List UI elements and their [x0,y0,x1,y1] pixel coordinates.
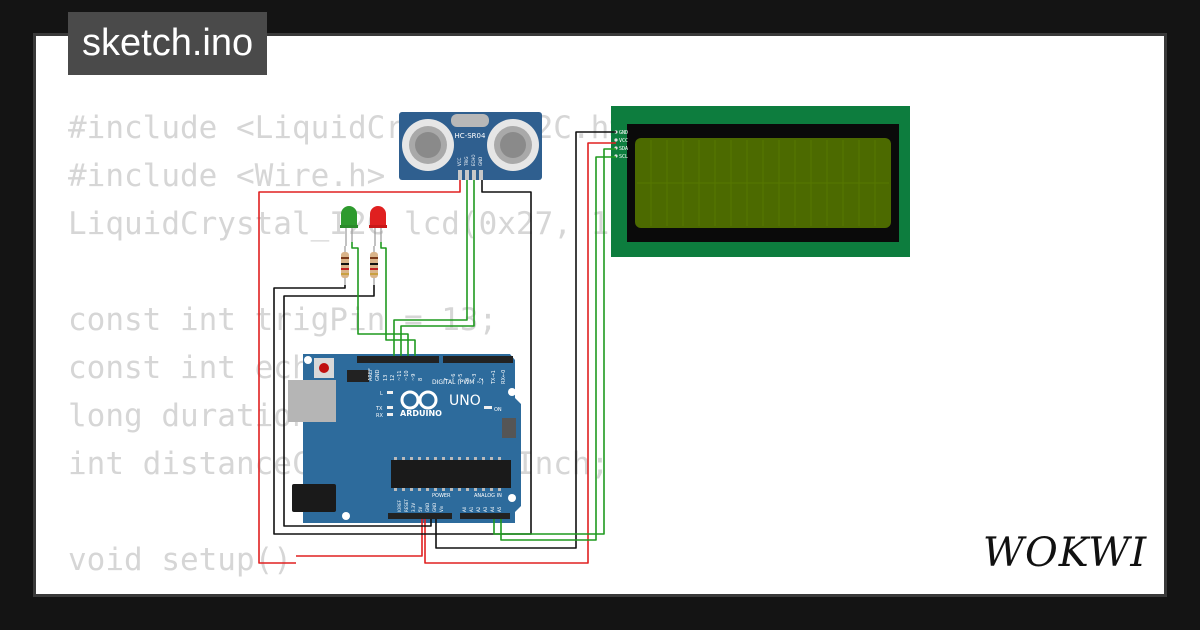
pin-label: A5 [497,506,502,512]
pin-label: 12 [390,375,396,381]
code-line: void setup() [68,542,292,578]
resistor[interactable] [370,246,378,285]
on-label: ON [494,407,502,413]
power-header-label: POWER [432,493,451,499]
pin-label: ~10 [404,370,410,381]
wire-black [435,131,616,549]
pin-label: 7 [444,378,450,381]
pin-label: A2 [476,506,481,512]
pin-label: 4 [465,378,471,381]
usb-port [288,380,336,422]
sensor-pin-label: TRIG [464,156,469,167]
icsp-header [502,418,516,438]
pin-label: A1 [469,506,474,512]
digital-header [357,356,439,363]
tx-label: TX [375,406,383,412]
pin-label: IOREF [397,499,402,512]
arduino-uno[interactable]: AREF GND 13 12 ~11 ~10 ~9 8 7 ~6 ~5 4 ~3… [288,354,521,523]
code-line: { [68,584,721,594]
digital-header [443,356,513,363]
pin-label: 8 [418,378,424,381]
pin-label: GND [425,503,430,512]
arduino-brand: ARDUINO [400,409,442,418]
lcd-pin-label: VCC [619,138,628,144]
wire-green [351,242,409,356]
pin-label: ~6 [451,374,457,381]
led-red[interactable] [369,206,387,246]
rx-label: RX [376,413,383,419]
arduino-infinity-icon [400,390,438,410]
pin-label: Vin [439,505,444,512]
lcd-module[interactable]: GND VCC SDA SCL [611,106,910,257]
wire-red [424,142,616,564]
wire-red [296,519,423,557]
analog-header-label: ANALOG IN [474,493,502,499]
pin-label: RX←0 [501,370,507,384]
wire-green [400,180,475,356]
pin-label: 5V [418,506,423,512]
pin-label: ~5 [458,374,464,381]
pin-label: 2 [479,378,485,381]
sensor-pin-label: VCC [457,157,462,166]
led-green[interactable] [340,206,358,246]
pin-label: GND [432,503,437,512]
sensor-pin-label: ECHO [471,155,476,166]
lcd-pin-label: SDA [619,146,628,152]
preview-card: #include <LiquidCrystal_I2C.h>#include <… [36,36,1164,594]
analog-header [460,513,510,519]
gnd-label: GND [375,369,381,381]
wire-green [393,180,468,356]
ultrasonic-sensor[interactable]: HC-SR04 VCC TRIG ECHO GND [399,112,542,180]
lcd-pin-label: GND [619,130,628,136]
mcu-chip [391,460,511,488]
wire-red [258,180,461,564]
digital-header-label: DIGITAL (PWM ~) [432,379,484,386]
l-label: L [380,391,383,397]
wire-black [283,285,432,527]
code-line: long duration; [68,398,330,434]
file-title: sketch.ino [68,12,268,75]
wire-green [380,242,416,356]
sensor-pin-label: GND [478,157,483,166]
code-line: #include <Wire.h> [68,158,386,194]
pin-label: A3 [483,506,488,512]
pin-label: 3.3V [411,503,416,512]
lcd-char-grid [637,140,889,226]
pin-label: A4 [490,506,495,512]
wokwi-logo: WOKWI [983,530,1147,576]
pin-label: ~11 [397,370,403,381]
lcd-pin-label: SCL [619,154,628,160]
pin-label: RESET [404,499,409,512]
wokwi-logo-text: WOKWI [983,530,1147,576]
wire-green [493,148,616,535]
power-jack [292,484,336,512]
wires [258,131,616,564]
pin-label: A0 [462,506,467,512]
arduino-model: UNO [449,393,481,409]
pin-label: 13 [383,375,389,381]
pin-label: ~3 [472,374,478,381]
resistor[interactable] [341,246,349,285]
power-header [388,513,452,519]
sensor-label: HC-SR04 [455,132,486,140]
pin-label: TX→1 [491,370,497,385]
pin-label: ~9 [411,374,417,381]
wire-green [500,156,616,541]
sensor-crystal [451,114,489,127]
wire-black [273,180,532,535]
aref-label: AREF [368,368,374,381]
